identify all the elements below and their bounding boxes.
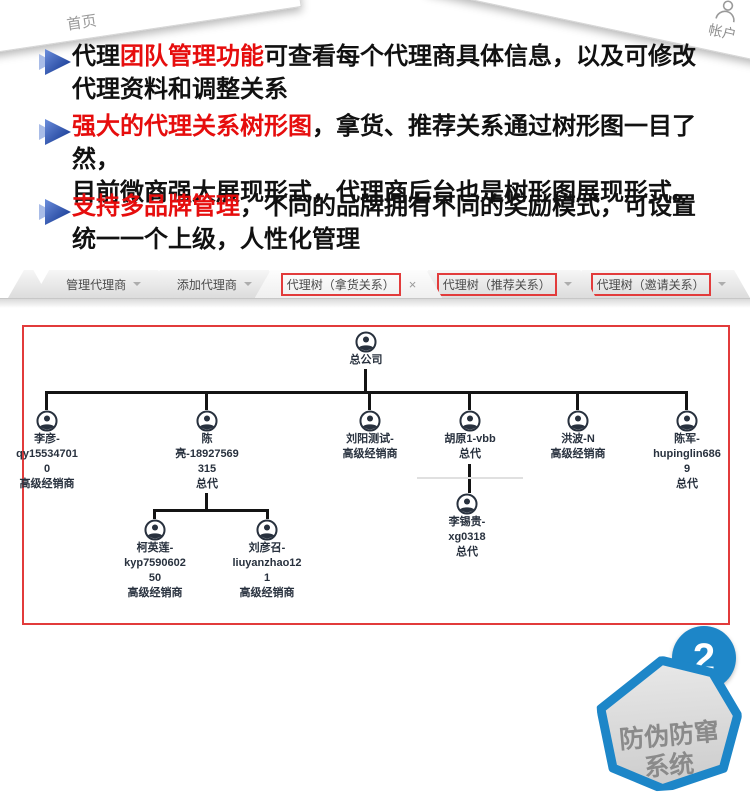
feature-bullet-text: 强大的代理关系树形图，拿货、推荐关系通过树形图一目了然，目前微商强大展现形式，代…	[72, 113, 696, 206]
corner-badge: 2 防伪防窜 系统	[596, 626, 744, 794]
agent-tree-panel: 总公司 李彦- qy15534701 0 高级经销商 陈 亮-18927569 …	[16, 325, 730, 625]
blue-arrow-icon	[39, 199, 71, 225]
chevron-down-icon	[244, 282, 252, 290]
user-avatar-icon	[144, 519, 166, 541]
tree-node[interactable]: 陈军- hupinglin686 9 总代	[632, 410, 742, 492]
user-outline-icon	[715, 0, 735, 23]
tree-node[interactable]: 陈 亮-18927569 315 总代	[152, 410, 262, 492]
user-avatar-icon	[196, 410, 218, 432]
tree-node[interactable]: 刘阳测试- 高级经销商	[315, 410, 425, 462]
connector-line	[417, 477, 523, 479]
user-avatar-icon	[459, 410, 481, 432]
chevron-down-icon	[718, 282, 726, 290]
tree-node[interactable]: 洪波-N 高级经销商	[523, 410, 633, 462]
user-avatar-icon	[456, 493, 478, 515]
red-highlight-box: 代理树（邀请关系）	[591, 273, 711, 296]
user-avatar-icon	[355, 331, 377, 353]
red-highlight-box: 代理树（拿货关系）	[281, 273, 401, 296]
connector-line	[364, 369, 367, 391]
close-icon[interactable]: ×	[408, 276, 417, 292]
tab-tree-invite[interactable]: 代理树（邀请关系）	[566, 270, 750, 298]
tree-node[interactable]: 李彦- qy15534701 0 高级经销商	[0, 410, 102, 492]
connector-line	[153, 509, 269, 512]
connector-line	[45, 391, 48, 410]
user-avatar-icon	[256, 519, 278, 541]
tab-tree-purchase[interactable]: 代理树（拿货关系） ×	[255, 270, 443, 298]
tree-node[interactable]: 柯英莲- kyp7590602 50 高级经销商	[100, 519, 210, 601]
connector-line	[205, 493, 208, 509]
home-nav-label: 首页	[65, 12, 98, 34]
feature-bullet-brand: 支持多品牌管理，不同的品牌拥有不同的奖励模式，可设置统一一个上级，人性化管理	[38, 190, 742, 256]
tree-node[interactable]: 胡原1-vbb 总代	[415, 410, 525, 462]
connector-line	[685, 391, 688, 410]
tab-tree-recommend[interactable]: 代理树（推荐关系）	[412, 270, 596, 298]
user-avatar-icon	[36, 410, 58, 432]
tab-bar: 管理代理商 添加代理商 代理树（拿货关系） × 代理树（推荐关系） 代理树（邀请…	[8, 270, 750, 298]
tab-manage-agents[interactable]: 管理代理商	[33, 270, 174, 298]
connector-line	[153, 509, 156, 519]
account-nav: 帐户	[707, 0, 743, 45]
blue-arrow-icon	[39, 49, 71, 75]
tree-node-root[interactable]: 总公司	[311, 331, 421, 368]
red-highlight-box: 代理树（推荐关系）	[437, 273, 557, 296]
chevron-down-icon	[564, 282, 572, 290]
chevron-down-icon	[133, 282, 141, 290]
feature-bullet-text: 代理团队管理功能可查看每个代理商具体信息，以及可修改代理资料和调整关系	[72, 43, 696, 103]
blue-arrow-icon	[39, 119, 71, 145]
user-avatar-icon	[676, 410, 698, 432]
user-avatar-icon	[359, 410, 381, 432]
user-avatar-icon	[567, 410, 589, 432]
connector-line	[468, 391, 471, 410]
tabbar-shadow	[0, 298, 750, 308]
tree-node[interactable]: 刘彦召- liuyanzhao12 1 高级经销商	[212, 519, 322, 601]
connector-line	[368, 391, 371, 410]
feature-bullet-team: 代理团队管理功能可查看每个代理商具体信息，以及可修改代理资料和调整关系	[38, 40, 742, 106]
feature-bullet-text: 支持多品牌管理，不同的品牌拥有不同的奖励模式，可设置统一一个上级，人性化管理	[72, 193, 696, 253]
tree-node[interactable]: 李锡贵- xg0318 总代	[412, 493, 522, 560]
connector-line	[205, 391, 208, 410]
connector-line	[576, 391, 579, 410]
top-right-tilted-card: 帐户	[425, 0, 750, 75]
connector-line	[45, 391, 688, 394]
feature-bullet-tree: 强大的代理关系树形图，拿货、推荐关系通过树形图一目了然，目前微商强大展现形式，代…	[38, 110, 742, 209]
connector-line	[266, 509, 269, 519]
